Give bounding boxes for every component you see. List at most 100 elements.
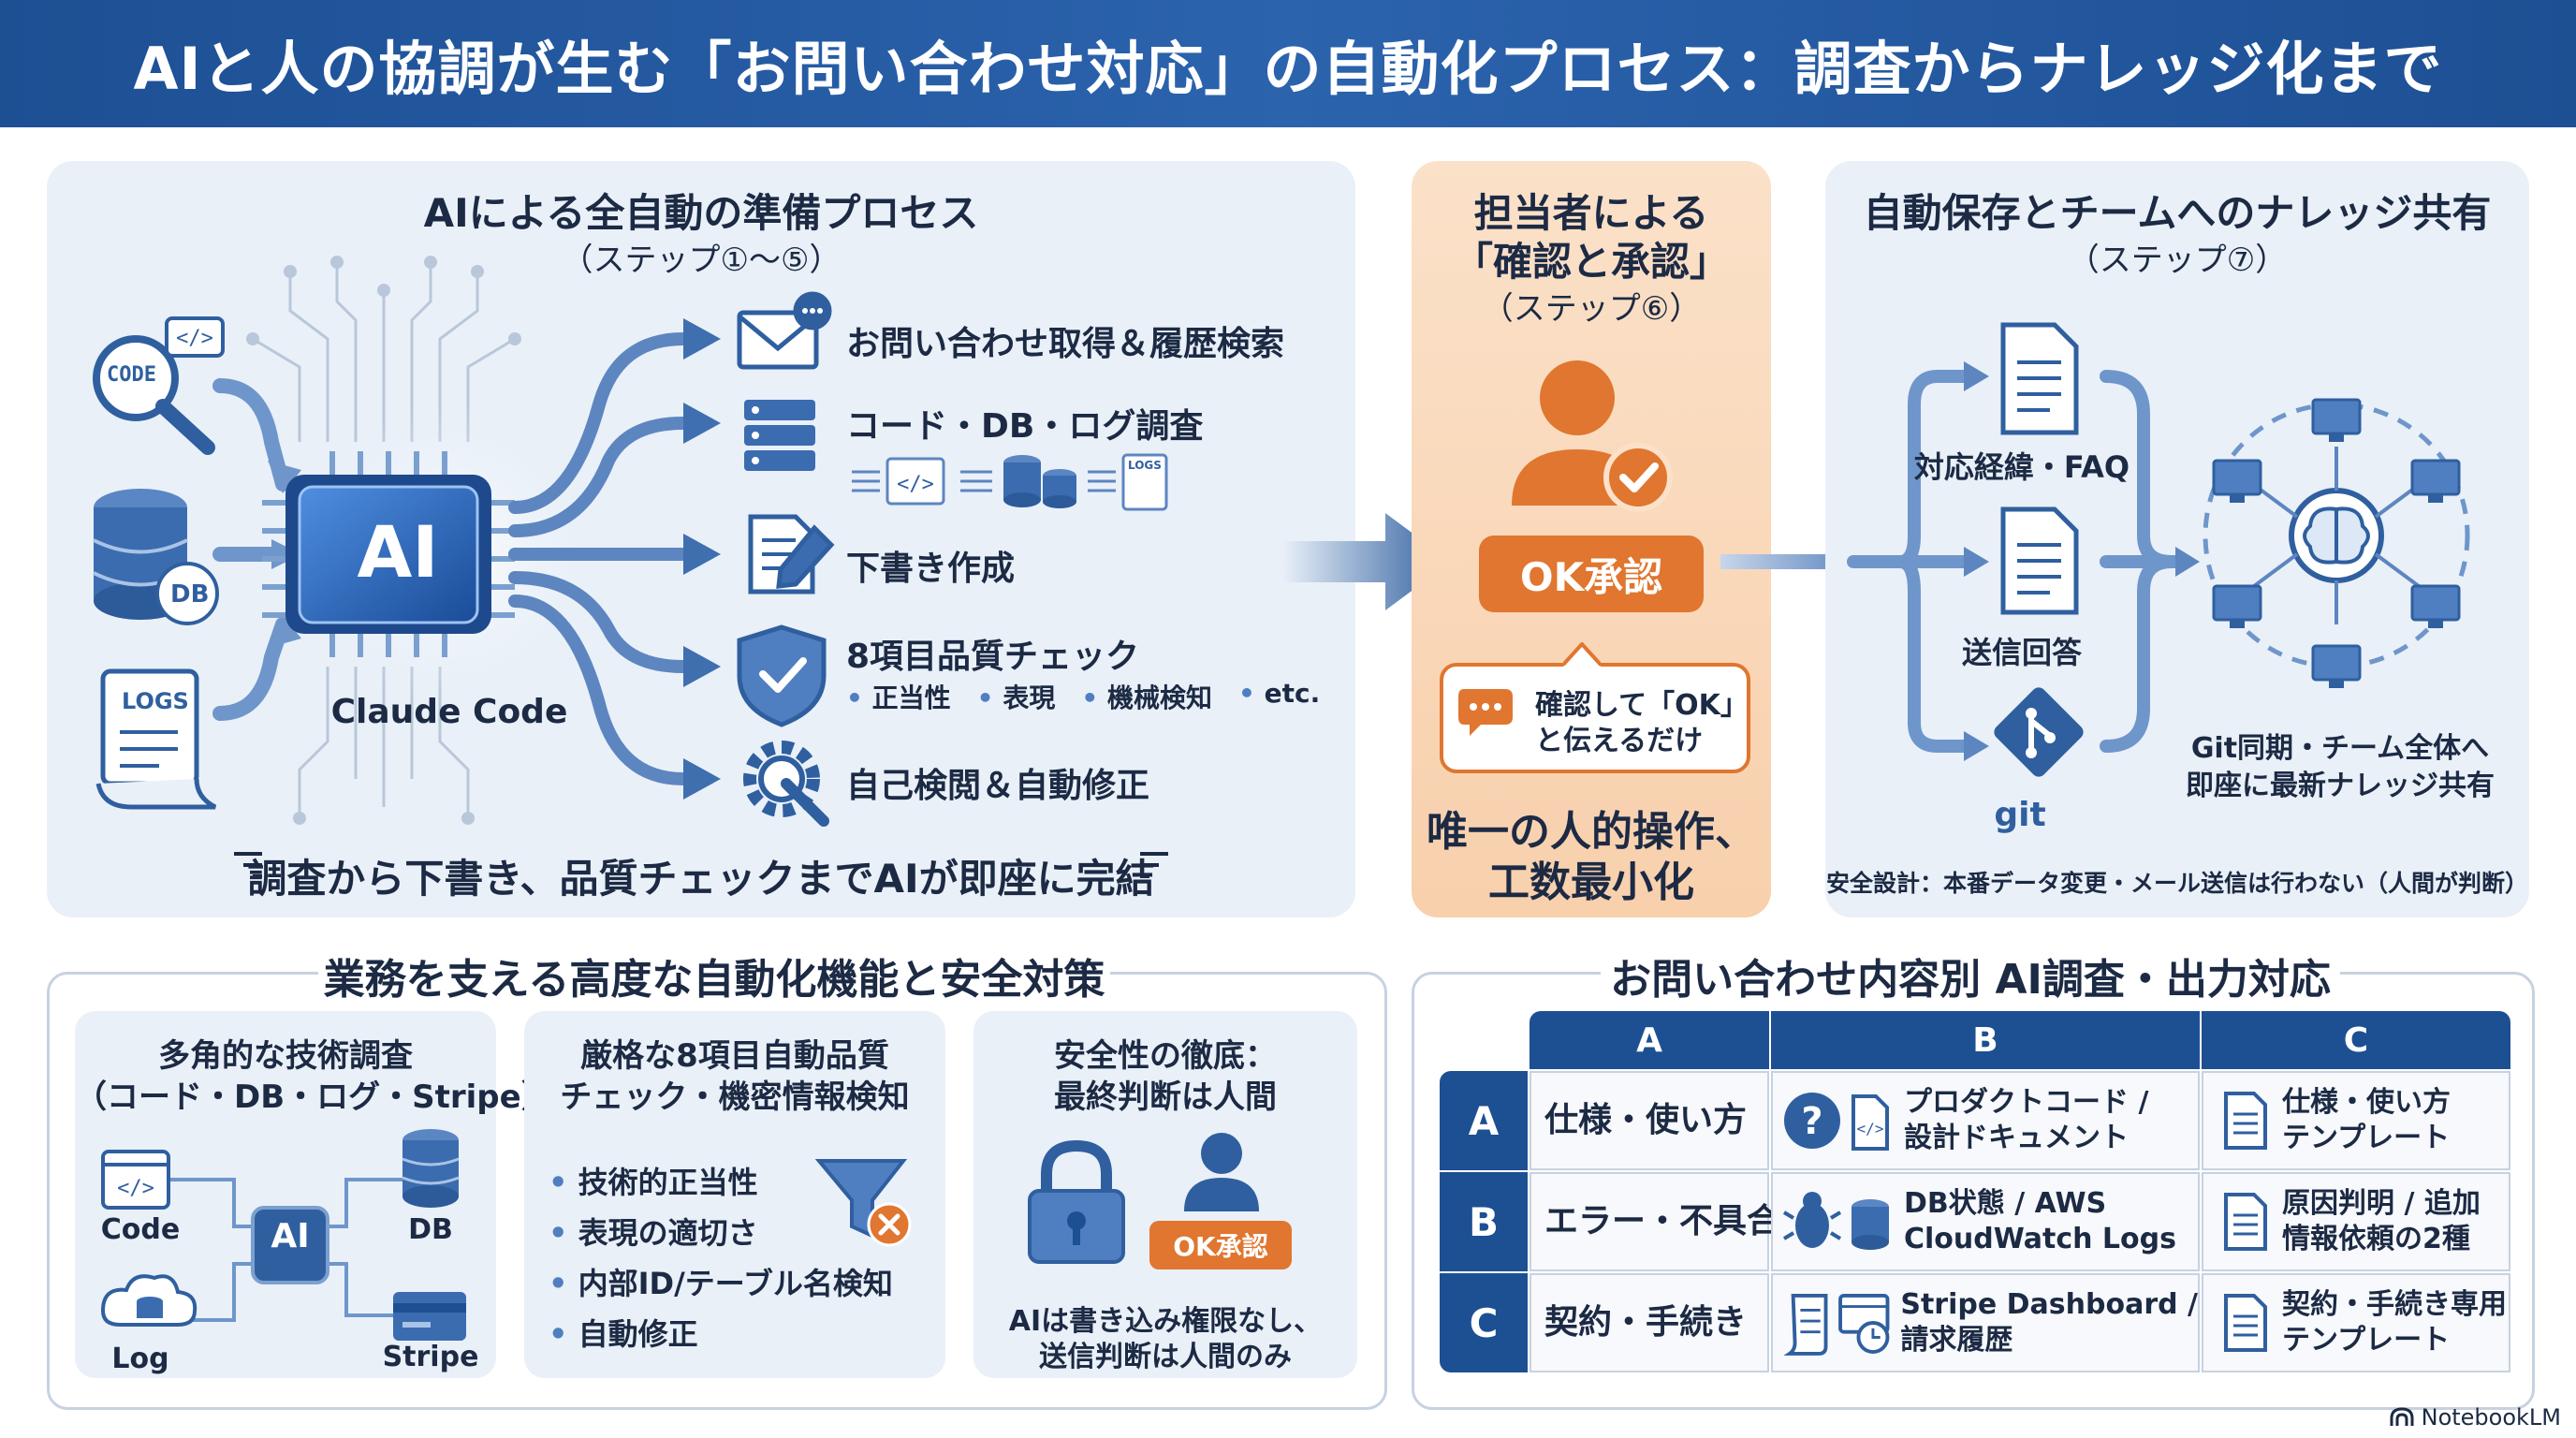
team-monitors bbox=[2212, 398, 2461, 682]
document-edit-icon bbox=[748, 514, 835, 594]
cell-text: 設計ドキュメント bbox=[1904, 1122, 2129, 1154]
step-self-review: 自己検閲＆自動修正 bbox=[846, 767, 1150, 805]
column-header-b: B bbox=[1771, 1011, 2200, 1069]
table-row: エラー・不具合 bbox=[1530, 1172, 1780, 1271]
tag-item: • 機械検知 bbox=[1081, 682, 1213, 713]
safety-note: 安全設計：本番データ変更・メール送信は行わない（人間が判断） bbox=[1825, 870, 2528, 897]
database-icon bbox=[93, 489, 219, 625]
features-title: 業務を支える高度な自動化機能と安全対策 bbox=[318, 946, 1110, 1005]
faq-document-icon bbox=[2000, 322, 2079, 435]
table-cell: 仕様・使い方テンプレート bbox=[2202, 1071, 2510, 1170]
cell-text: プロダクトコード / bbox=[1904, 1086, 2149, 1119]
chip-caption: Claude Code bbox=[330, 693, 568, 731]
bug-db-icon bbox=[1782, 1192, 1889, 1250]
cell-text: テンプレート bbox=[2282, 1324, 2451, 1357]
row-label: 契約・手続き bbox=[1544, 1303, 1748, 1342]
svg-text:</>: </> bbox=[897, 473, 934, 496]
card3-caption-line2: 送信判断は人間のみ bbox=[1039, 1341, 1292, 1373]
list-item: • 技術的正当性 bbox=[549, 1165, 758, 1200]
knowledge-sharing-panel bbox=[1825, 161, 2529, 917]
column-header-c: C bbox=[2202, 1011, 2510, 1069]
ai-process-diagram: </> bbox=[93, 256, 1168, 878]
row-label: エラー・不具合 bbox=[1544, 1202, 1781, 1240]
approval-footer-line1: 唯一の人的操作、 bbox=[1427, 808, 1756, 856]
code-window-icon bbox=[101, 1150, 170, 1210]
cell-text: 仕様・使い方 bbox=[2282, 1086, 2451, 1119]
table-cell: Stripe Dashboard /請求履歴 bbox=[1771, 1273, 2200, 1372]
person-icon bbox=[1184, 1133, 1259, 1211]
speech-bubble-tail bbox=[1563, 642, 1601, 667]
step-quality-check: 8項目品質チェック bbox=[846, 638, 1140, 676]
notebooklm-logo-icon bbox=[2390, 1407, 2414, 1426]
card3-title-line1: 安全性の徹底： bbox=[1054, 1037, 1277, 1075]
ai-panel-title: AIによる全自動の準備プロセス bbox=[423, 190, 979, 236]
quality-list: • 技術的正当性 • 表現の適切さ • 内部ID/テーブル名検知 • 自動修正 bbox=[549, 1157, 893, 1359]
card1-code-label: Code bbox=[100, 1213, 181, 1246]
table-row: 仕様・使い方 bbox=[1530, 1071, 1769, 1170]
tag-item: • 正当性 bbox=[846, 682, 951, 713]
mini-db-icon bbox=[1003, 455, 1076, 508]
knowledge-subtitle: （ステップ⑦） bbox=[2067, 242, 2288, 279]
approval-subtitle: （ステップ⑥） bbox=[1481, 290, 1702, 328]
ok-approve-button[interactable]: OK承認 bbox=[1479, 536, 1704, 612]
cell-text: Stripe Dashboard / bbox=[1900, 1288, 2198, 1321]
card1-stripe-label: Stripe bbox=[382, 1341, 479, 1373]
server-icon bbox=[744, 400, 815, 471]
shield-check-icon bbox=[737, 624, 827, 727]
cloud-log-icon bbox=[100, 1274, 198, 1327]
mapping-table: A B C A 仕様・使い方 ?</> プロダクトコード /設計ドキュメント 仕… bbox=[1440, 1011, 2510, 1376]
card1-log-label: Log bbox=[111, 1343, 169, 1375]
cell-text: 情報依頼の2種 bbox=[2282, 1223, 2470, 1255]
question-doc-icon: ?</> bbox=[1784, 1093, 1889, 1151]
gear-wrench-icon bbox=[743, 741, 829, 827]
card1-db-label: DB bbox=[408, 1213, 453, 1246]
db-label: DB bbox=[170, 580, 210, 609]
answer-document-icon bbox=[2000, 506, 2079, 615]
list-item: • 自動修正 bbox=[549, 1316, 698, 1352]
chat-bubble-icon bbox=[1458, 689, 1513, 736]
table-cell: ?</> プロダクトコード /設計ドキュメント bbox=[1771, 1071, 2200, 1170]
column-header-a: A bbox=[1530, 1011, 1769, 1069]
brain-icon bbox=[2303, 506, 2370, 565]
cell-text: テンプレート bbox=[2282, 1122, 2451, 1154]
ai-chip-label: AI bbox=[357, 510, 439, 594]
row-header-c: C bbox=[1440, 1273, 1528, 1372]
page-title-text: AIと人の協調が生む「お問い合わせ対応」の自動化プロセス：調査からナレッジ化まで bbox=[133, 35, 2443, 103]
step-investigation: コード・DB・ログ調査 bbox=[846, 407, 1204, 446]
approval-title-line2: 「確認と承認」 bbox=[1453, 239, 1729, 285]
tech-sources-diagram: </> bbox=[100, 1129, 466, 1341]
svg-text:</>: </> bbox=[1857, 1120, 1884, 1137]
card1-title-line2: （コード・DB・ログ・Stripe） bbox=[75, 1078, 553, 1116]
template-doc-icon bbox=[2224, 1092, 2267, 1150]
stripe-card-icon bbox=[393, 1292, 466, 1341]
db-stack-icon bbox=[402, 1129, 460, 1208]
card3-ok-button[interactable]: OK承認 bbox=[1149, 1221, 1292, 1269]
card3-title-line2: 最終判断は人間 bbox=[1054, 1078, 1277, 1116]
list-item: • 内部ID/テーブル名検知 bbox=[549, 1266, 893, 1301]
cell-text: 請求履歴 bbox=[1900, 1324, 2013, 1357]
person-check-icon bbox=[1512, 360, 1673, 512]
scroll-clock-icon bbox=[1783, 1293, 1890, 1356]
svg-text:</>: </> bbox=[176, 327, 213, 350]
speech-line2: と伝えるだけ bbox=[1535, 725, 1704, 757]
git-icon bbox=[1994, 687, 2084, 777]
row-header-a: A bbox=[1440, 1071, 1528, 1170]
network-line1: Git同期・チーム全体へ bbox=[2190, 732, 2490, 765]
ai-preparation-panel bbox=[47, 161, 1355, 917]
page-title: AIと人の協調が生む「お問い合わせ対応」の自動化プロセス：調査からナレッジ化まで bbox=[0, 0, 2576, 127]
table-row: 契約・手続き bbox=[1530, 1273, 1769, 1372]
tag-item: • etc. bbox=[1238, 678, 1321, 709]
card2-title-line2: チェック・機密情報検知 bbox=[560, 1078, 910, 1116]
template-doc-icon bbox=[2224, 1193, 2267, 1251]
logs-mini-label: LOGS bbox=[1128, 459, 1162, 472]
step-draft: 下書き作成 bbox=[846, 550, 1016, 588]
logs-scroll-icon bbox=[95, 668, 217, 810]
faq-doc-label: 対応経緯・FAQ bbox=[1913, 449, 2130, 485]
ai-panel-subtitle: （ステップ①〜⑤） bbox=[561, 242, 842, 279]
quality-tags: • 正当性 • 表現 • 機械検知 • etc. bbox=[846, 678, 1320, 715]
cell-text: DB状態 / AWS bbox=[1904, 1187, 2107, 1220]
knowledge-title: 自動保存とチームへのナレッジ共有 bbox=[1863, 190, 2492, 236]
tag-item: • 表現 bbox=[976, 682, 1056, 713]
mail-icon bbox=[737, 291, 832, 370]
